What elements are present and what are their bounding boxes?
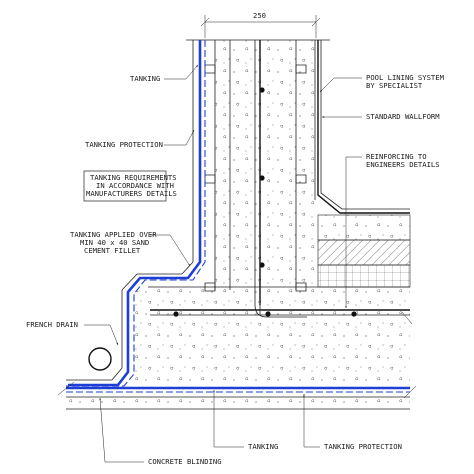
rebar-dot [259,262,265,268]
leader-lines [84,64,362,463]
requirements-box [83,170,167,202]
rebar-dot [259,175,265,181]
rebar-dot [259,87,265,93]
label-reinforcing-2: ENGINEERS DETAILS [366,160,440,169]
label-pool-lining-2: BY SPECIALIST [366,81,423,90]
label-tanking-bottom: TANKING [248,442,278,451]
pool-lining-system [317,40,411,288]
label-fillet-1: TANKING APPLIED OVER [70,230,157,239]
label-concrete-blinding: CONCRETE BLINDING [148,457,222,466]
label-reinforcing-1: REINFORCING TO [366,152,427,161]
retaining-wall [186,39,330,305]
dimension-250: 250 [200,11,321,38]
base-slab [135,286,413,388]
label-tanking-protection-bottom: TANKING PROTECTION [324,442,402,451]
label-fillet-2: MIN 40 x 40 SAND [80,238,149,247]
label-french-drain: FRENCH DRAIN [26,320,78,329]
label-requirements-3: MANUFACTURERS DETAILS [86,189,177,198]
dimension-text: 250 [253,11,266,20]
rebar-dot [351,311,357,317]
rebar-dot [173,311,179,317]
label-tanking-top: TANKING [130,74,160,83]
rebar-dot [265,311,271,317]
tanking-membrane [66,40,206,387]
label-requirements-1: TANKING REQUIREMENTS [90,173,177,182]
label-fillet-3: CEMENT FILLET [84,246,141,255]
label-tanking-protection-top: TANKING PROTECTION [85,140,163,149]
label-pool-lining-1: POOL LINING SYSTEM [366,73,445,82]
label-wallform: STANDARD WALLFORM [366,112,440,121]
french-drain [88,347,112,371]
concrete-blinding [57,381,417,410]
label-requirements-2: IN ACCORDANCE WITH [96,181,174,190]
